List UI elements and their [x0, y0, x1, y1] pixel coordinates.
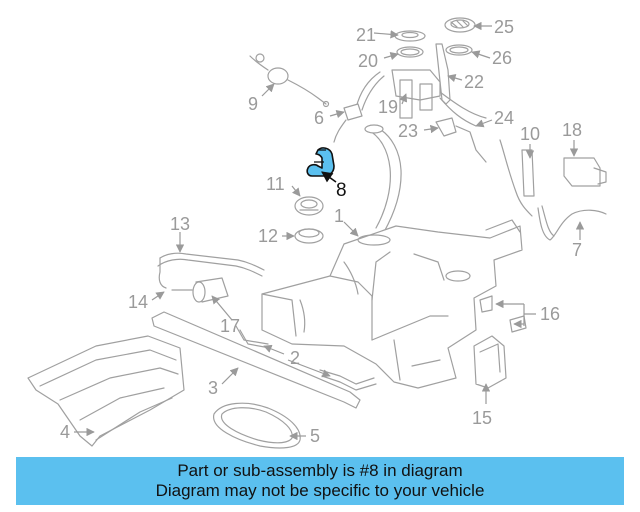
leader-lines: [74, 21, 585, 441]
label-12: 12: [258, 226, 278, 246]
part-20-seal: [396, 46, 424, 58]
label-20: 20: [358, 51, 378, 71]
part-22-sender: [435, 43, 451, 105]
part-17-strap: [235, 325, 271, 349]
label-22: 22: [464, 72, 484, 92]
label-15: 15: [472, 408, 492, 428]
label-24: 24: [494, 108, 514, 128]
label-19: 19: [378, 97, 398, 117]
part-8-highlighted[interactable]: [306, 147, 335, 177]
callout-labels: 21 25 20 26 22 9 6 19 23 24 10 18 8 11 7…: [60, 17, 582, 446]
label-23: 23: [398, 121, 418, 141]
part-4-heat-shield: [27, 335, 185, 447]
banner-line-2: Diagram may not be specific to your vehi…: [155, 481, 485, 500]
label-17: 17: [220, 316, 240, 336]
part-16-clips: [479, 295, 527, 333]
part-5-cover: [213, 402, 301, 449]
part-21-ring: [394, 30, 426, 42]
banner-line-1: Part or sub-assembly is #8 in diagram: [177, 461, 463, 480]
part-3-crossbar: [151, 311, 361, 409]
part-1-fuel-tank: [261, 219, 523, 389]
label-4: 4: [60, 422, 70, 442]
label-25: 25: [494, 17, 514, 37]
label-1: 1: [334, 206, 344, 226]
part-7-hose: [537, 205, 607, 241]
label-26: 26: [492, 48, 512, 68]
label-13: 13: [170, 214, 190, 234]
label-9: 9: [248, 94, 258, 114]
part-14-filter: [171, 277, 229, 303]
label-14: 14: [128, 292, 148, 312]
info-banner: Part or sub-assembly is #8 in diagram Di…: [16, 457, 624, 505]
part-10-bracket: [499, 139, 535, 217]
label-21: 21: [356, 25, 376, 45]
parts-diagram: 21 25 20 26 22 9 6 19 23 24 10 18 8 11 7…: [27, 17, 607, 449]
part-15-bracket: [473, 335, 507, 389]
part-18-canister: [563, 157, 607, 187]
part-25-cap: [444, 17, 476, 33]
part-26-ring: [445, 44, 473, 56]
label-6: 6: [314, 108, 324, 128]
label-10: 10: [520, 124, 540, 144]
part-9-cable: [249, 53, 330, 108]
label-11: 11: [266, 174, 285, 194]
filler-neck: [364, 124, 402, 233]
label-3: 3: [208, 378, 218, 398]
label-18: 18: [562, 120, 582, 140]
part-6-sensor: [333, 103, 363, 143]
label-8: 8: [336, 180, 347, 201]
label-16: 16: [540, 304, 560, 324]
label-5: 5: [310, 426, 320, 446]
part-23-valve: [435, 117, 487, 163]
part-12-ring: [294, 228, 324, 244]
part-13-line: [157, 252, 265, 289]
label-7: 7: [572, 240, 582, 260]
label-2: 2: [290, 348, 300, 368]
part-11-cap: [294, 196, 324, 216]
